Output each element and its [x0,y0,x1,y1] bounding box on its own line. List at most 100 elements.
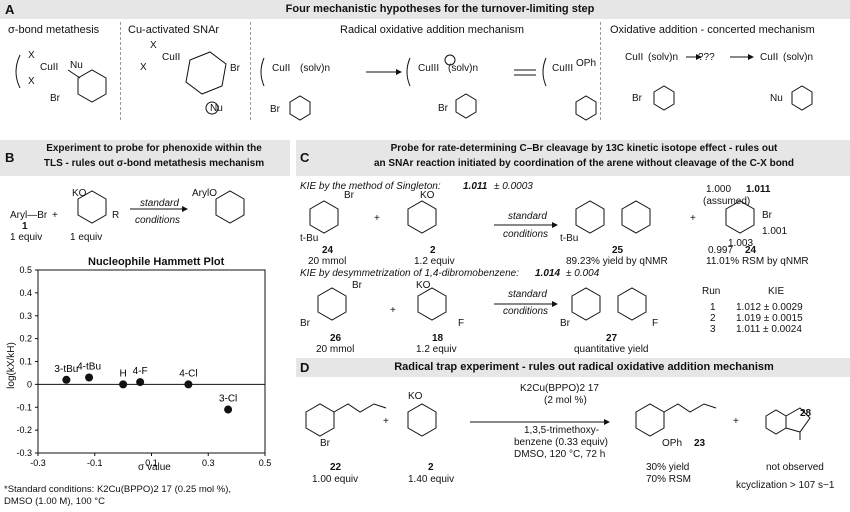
c-2-ko: KO [420,190,435,201]
hyp4-title: Oxidative addition - concerted mechanism [610,24,815,36]
run-3: 3 [710,324,716,335]
c-26-num: 26 [330,333,342,344]
d-28-kcyc: kcyclization > 107 s−1 [736,480,835,491]
h2-x1: X [150,40,157,51]
h3-solv1: (solv)n [300,63,331,74]
c-plus2: + [690,213,696,224]
kie2-value: 1.014 [535,268,561,279]
kie-header: KIE [768,286,785,297]
iso-assumed-2: (assumed) [703,196,751,207]
d-cond-3: 1,3,5-trimethoxy- [524,425,600,436]
c-18-f: F [458,318,465,329]
c-24-num: 24 [322,245,334,256]
c-18-num: 18 [432,333,444,344]
c-18-ko: KO [416,280,431,291]
data-point [224,405,233,414]
divider [600,22,601,120]
y-tick-label: -0.1 [16,402,32,412]
iso-24: 24 [745,245,757,256]
h3-cu2: CuIII [418,63,440,74]
panel-c-header-bar [296,140,850,176]
y-tick-label: 0.3 [19,311,32,321]
hammett-title: Nucleophile Hammett Plot [88,256,225,268]
data-point [119,380,128,389]
c-row1-structures [309,200,755,234]
c-24-amt: 20 mmol [308,256,347,267]
h4-nu: Nu [770,93,783,104]
point-label: H [120,368,127,379]
kie2-label: KIE by desymmetrization of 1,4-dibromobe… [300,268,519,279]
d-28-num: 28 [800,408,812,419]
h1-nu: Nu [70,60,83,71]
iso-left: 0.997 [708,245,734,256]
c-25-yield: 89.23% yield by qNMR [566,256,668,267]
h4-structure [653,54,813,111]
h1-structure [15,54,107,103]
y-tick-label: -0.3 [16,448,32,458]
panel-d-letter: D [300,360,310,375]
point-label: 3-Cl [219,394,237,405]
d-structures [305,403,811,440]
point-label: 4-F [133,366,148,377]
d-22-amt: 1.00 equiv [312,474,359,485]
panel-a-letter: A [5,2,15,17]
b-ko: KO [72,188,87,199]
iso-bot: 1.003 [728,238,754,249]
c-arrow2-bot: conditions [503,306,549,317]
c-2-amt: 1.2 equiv [414,256,455,267]
d-23-num: 23 [694,438,706,449]
panel-b-letter: B [5,150,15,165]
b-arrow-top: standard [140,198,179,209]
kie-1: 1.012 ± 0.0029 [736,302,803,313]
x-tick-label: -0.1 [87,458,103,468]
h2-nu: Nu [210,103,223,114]
hammett-xlabel: σ value [138,462,171,473]
y-tick-label: 0.2 [19,334,32,344]
data-point [62,375,71,384]
c-plus1: + [374,213,380,224]
h1-x2: X [28,76,35,87]
run-1: 1 [710,302,716,313]
point-label: 3-tBu [54,364,78,375]
h3-cu3: CuIII [552,63,574,74]
panel-c-title-1: Probe for rate-determining C–Br cleavage… [390,143,778,154]
panel-c-title-2: an SNAr reaction initiated by coordinati… [373,158,795,169]
y-tick-label: 0.5 [19,265,32,275]
panel-d-header-bar [296,358,850,377]
c-arrow1-bot: conditions [503,229,549,240]
x-tick-label: -0.3 [30,458,46,468]
b-product: ArylO [192,188,217,199]
h1-br: Br [50,93,60,104]
h3-solv2: (solv)n [448,63,479,74]
h4-cu1: CuII [625,52,644,63]
panel-d-title: Radical trap experiment - rules out radi… [394,361,774,373]
d-cond-1: K2Cu(BPPO)2 17 [520,383,599,394]
data-point [136,378,145,387]
c-plus3: + [390,305,396,316]
c-arrow1-top: standard [508,211,547,222]
c-2-num: 2 [430,245,436,256]
h4-cu2: CuII [760,52,779,63]
h3-cu1: CuII [272,63,291,74]
b-arrow-bot: conditions [135,215,181,226]
y-tick-label: -0.2 [16,425,32,435]
b-footnote-2: DMSO (1.00 M), 100 °C [4,496,105,507]
d-plus2: + [733,416,739,427]
hyp3-title: Radical oxidative addition mechanism [340,24,525,36]
point-label: 4-tBu [77,362,101,373]
h2-cu: CuII [162,52,181,63]
h2-x2: X [140,62,147,73]
kie1-value: 1.011 [463,181,488,192]
data-point [184,380,193,389]
h1-cu: CuII [40,62,59,73]
panel-b-title-1: Experiment to probe for phenoxide within… [46,143,262,154]
panel-a-title: Four mechanistic hypotheses for the turn… [285,3,595,15]
y-tick-label: 0 [27,379,32,389]
c-27-br: Br [560,318,570,329]
data-point [85,373,94,382]
iso-top: 1.011 [746,184,771,195]
h3-oph: OPh [576,58,597,69]
y-tick-label: 0.4 [19,288,32,298]
x-tick-label: 0.1 [145,458,158,468]
y-tick-label: 0.1 [19,357,32,367]
